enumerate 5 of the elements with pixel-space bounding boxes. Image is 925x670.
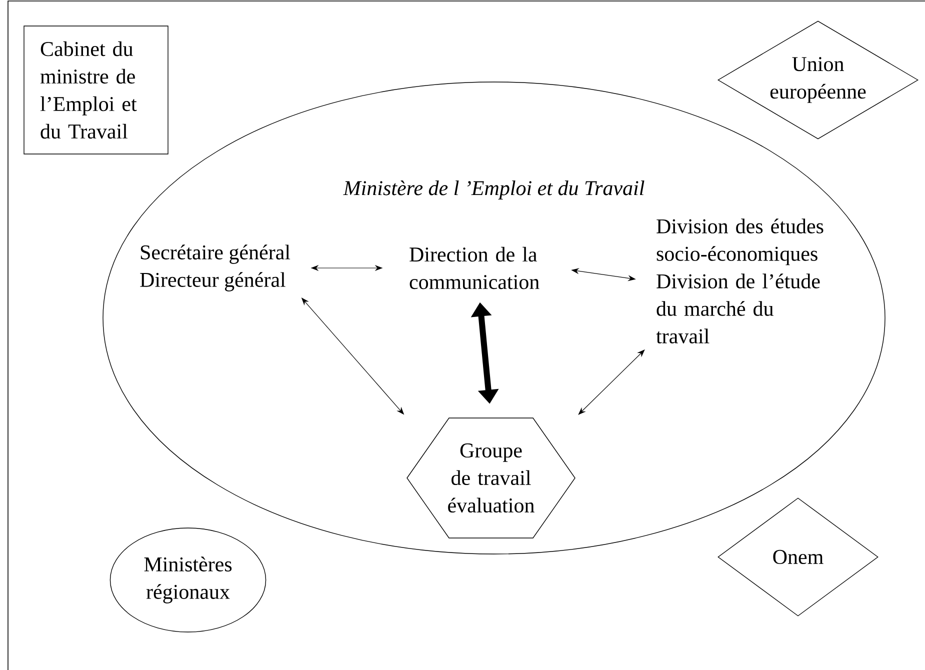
ministry-cabinet-box: Cabinet du ministre de l’Emploi et du Travail (24, 26, 168, 154)
department-text: Direction de la communication (410, 246, 540, 290)
role-text: Secrétaire général Directeur général (140, 244, 290, 292)
division-text: Division des études socio-économiques Division de l’étude du marché du travail (656, 218, 824, 344)
working-group-hexagon: Groupe de travail évaluation (406, 418, 576, 538)
